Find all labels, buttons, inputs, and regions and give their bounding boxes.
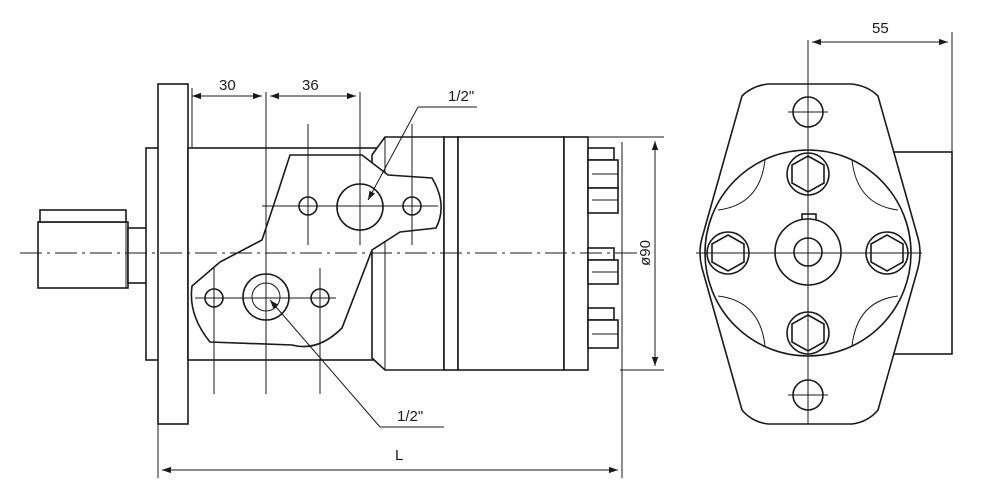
side-view: 30 36 1/2" 1/2" ø90 L xyxy=(20,77,664,478)
dim-label-30: 30 xyxy=(219,77,236,94)
center-lines xyxy=(20,92,640,394)
dim-30-36: 30 36 xyxy=(191,77,356,148)
dim-label-port-upper: 1/2" xyxy=(448,88,474,105)
leader-port-upper: 1/2" xyxy=(367,88,477,201)
end-bolts xyxy=(587,147,619,349)
front-view: 55 xyxy=(696,20,953,425)
output-shaft xyxy=(37,209,159,289)
dim-label-36: 36 xyxy=(302,77,319,94)
dim-diameter: ø90 xyxy=(588,136,664,371)
dim-flange-depth: 55 xyxy=(812,20,953,154)
dim-length: L xyxy=(157,142,623,478)
dim-label-length: L xyxy=(395,447,403,464)
mounting-flange xyxy=(157,83,189,425)
dim-label-55: 55 xyxy=(872,20,889,37)
dim-label-diameter: ø90 xyxy=(637,240,654,266)
dim-label-port-lower: 1/2" xyxy=(397,408,423,425)
leader-port-lower: 1/2" xyxy=(269,299,444,428)
